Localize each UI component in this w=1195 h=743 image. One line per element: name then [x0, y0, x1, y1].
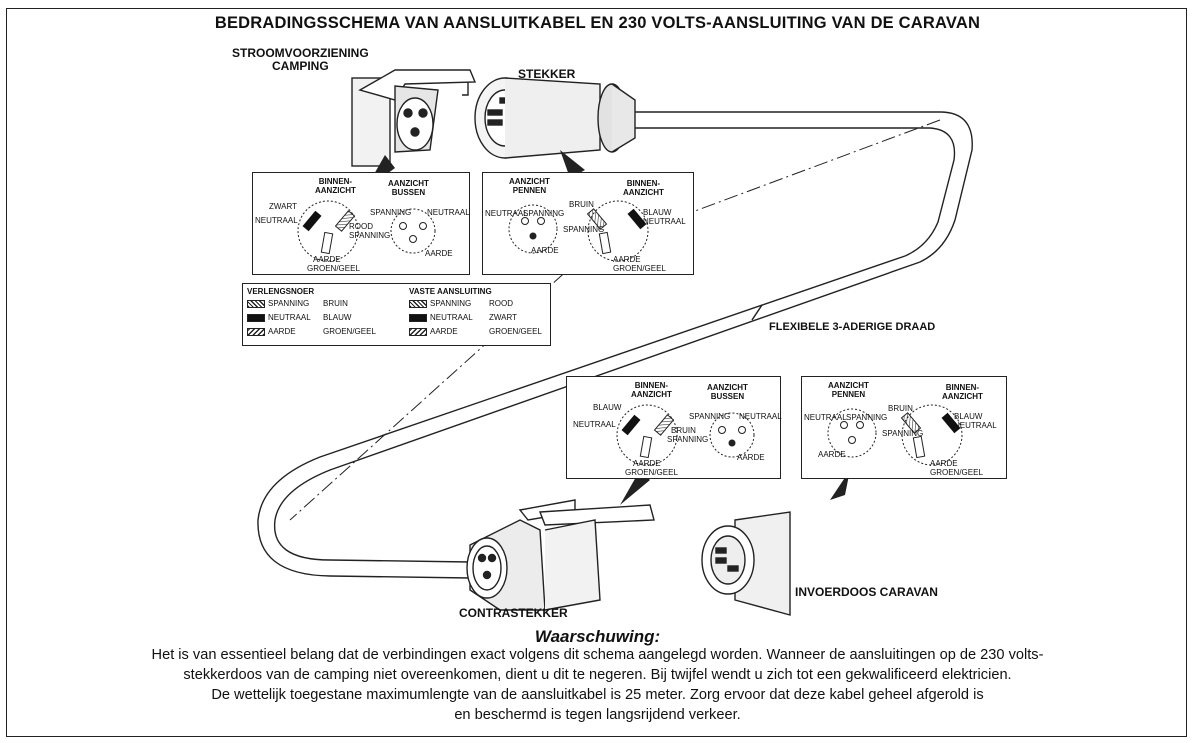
- pointer-arrow: [560, 150, 585, 178]
- legend-row: NEUTRAAL: [247, 313, 311, 322]
- wire-label-green-yellow: GROEN/GEEL: [625, 468, 678, 477]
- legend-row: NEUTRAAL: [409, 313, 473, 322]
- plug-drawing: [474, 77, 636, 159]
- pin-label-earth: AARDE: [531, 246, 559, 255]
- wire-label-green-yellow: GROEN/GEEL: [307, 264, 360, 273]
- wire-label-brown: BRUIN: [569, 200, 594, 209]
- wire-label-green-yellow: GROEN/GEEL: [613, 264, 666, 273]
- label-camping-supply: STROOMVOORZIENING CAMPING: [232, 46, 369, 73]
- wire-label-brown: BRUIN: [888, 404, 913, 413]
- wire-label-live: SPANNING: [667, 435, 709, 444]
- inner-view-heading: BINNEN- AANZICHT: [315, 177, 356, 195]
- pin-view-heading: AANZICHT PENNEN: [509, 177, 550, 195]
- diagonal-swatch: [409, 327, 427, 336]
- socket-label-earth: AARDE: [737, 453, 765, 462]
- label-plug: STEKKER: [518, 67, 576, 81]
- legend-row-color: BRUIN: [323, 299, 348, 308]
- wire-label-neutral: NEUTRAAL: [573, 420, 616, 429]
- pin-label-earth: AARDE: [818, 450, 846, 459]
- label-counter-plug: CONTRASTEKKER: [459, 606, 568, 620]
- socket-label-neutral: NEUTRAAL: [427, 208, 470, 217]
- legend-row: AARDE: [409, 327, 458, 336]
- hatched-swatch: [409, 299, 427, 308]
- warning-line: en beschermd is tegen langsrijdend verke…: [454, 707, 741, 723]
- pin-label-live: SPANNING: [523, 209, 565, 218]
- camping-socket-drawing: [351, 69, 477, 167]
- wire-label-live: SPANNING: [882, 429, 924, 438]
- inner-view-heading: BINNEN- AANZICHT: [631, 381, 672, 399]
- inner-view-heading: BINNEN- AANZICHT: [942, 383, 983, 401]
- pin-label-live: SPANNING: [846, 413, 888, 422]
- wire-label-blue: BLAUW: [643, 208, 672, 217]
- panel-wiring-graphic: [616, 404, 755, 466]
- panel-inlet-wiring: AANZICHT PENNEN BINNEN- AANZICHT NEUTRAA…: [801, 376, 1007, 479]
- wire-label-earth: AARDE: [613, 255, 641, 264]
- legend-row-color: ROOD: [489, 299, 513, 308]
- legend-title-fixed-connection: VASTE AANSLUITING: [409, 287, 492, 296]
- wire-label-earth: AARDE: [313, 255, 341, 264]
- counter-plug-drawing: [466, 499, 655, 611]
- wire-color-legend: VERLENGSNOER VASTE AANSLUITING SPANNING …: [242, 283, 551, 346]
- legend-row-color: ZWART: [489, 313, 517, 322]
- warning-title: Waarschuwing:: [534, 627, 661, 646]
- panel-camping-socket-wiring: BINNEN- AANZICHT AANZICHT BUSSEN ZWART N…: [252, 172, 470, 275]
- wire-label-earth: AARDE: [930, 459, 958, 468]
- pin-label-neutral: NEUTRAAL: [804, 413, 847, 422]
- label-inlet: INVOERDOOS CARAVAN: [795, 585, 938, 599]
- legend-row: AARDE: [247, 327, 296, 336]
- inlet-drawing: [701, 511, 791, 616]
- legend-row-color: GROEN/GEEL: [323, 327, 376, 336]
- socket-label-earth: AARDE: [425, 249, 453, 258]
- wire-label-live: SPANNING: [563, 225, 605, 234]
- wire-label-red: ROOD: [349, 222, 373, 231]
- warning-line: Het is van essentieel belang dat de verb…: [151, 647, 1044, 663]
- pin-label-neutral: NEUTRAAL: [485, 209, 528, 218]
- wire-label-brown: BRUIN: [671, 426, 696, 435]
- warning-line: De wettelijk toegestane maximumlengte va…: [211, 687, 984, 703]
- warning-text: Het is van essentieel belang dat de verb…: [0, 645, 1195, 725]
- solid-swatch: [409, 313, 427, 322]
- diagonal-swatch: [247, 327, 265, 336]
- legend-row: SPANNING: [247, 299, 309, 308]
- socket-label-neutral: NEUTRAAL: [739, 412, 782, 421]
- wire-label-earth: AARDE: [633, 459, 661, 468]
- panel-wiring-graphic: [508, 200, 649, 262]
- legend-row: SPANNING: [409, 299, 471, 308]
- panel-counter-plug-wiring: BINNEN- AANZICHT AANZICHT BUSSEN BLAUW N…: [566, 376, 782, 479]
- hatched-swatch: [247, 299, 265, 308]
- diagram-frame: [6, 8, 1187, 737]
- solid-swatch: [247, 313, 265, 322]
- warning-line: stekkerdoos van de camping niet overeenk…: [183, 667, 1012, 683]
- socket-label-live: SPANNING: [370, 208, 412, 217]
- wire-label-live: SPANNING: [349, 231, 391, 240]
- wire-label-neutral: NEUTRAAL: [954, 421, 997, 430]
- cable-pointer: [751, 304, 763, 321]
- wire-label-green-yellow: GROEN/GEEL: [930, 468, 983, 477]
- legend-row-color: BLAUW: [323, 313, 352, 322]
- panel-plug-wiring: AANZICHT PENNEN BINNEN- AANZICHT NEUTRAA…: [482, 172, 694, 275]
- socket-label-live: SPANNING: [689, 412, 731, 421]
- diagram-title: BEDRADINGSSCHEMA VAN AANSLUITKABEL EN 23…: [214, 14, 981, 32]
- inner-view-heading: BINNEN- AANZICHT: [623, 179, 664, 197]
- panel-wiring-graphic: [827, 404, 963, 466]
- socket-view-heading: AANZICHT BUSSEN: [388, 179, 429, 197]
- wire-label-neutral: NEUTRAAL: [255, 216, 298, 225]
- wire-label-blue: BLAUW: [954, 412, 983, 421]
- socket-view-heading: AANZICHT BUSSEN: [707, 383, 748, 401]
- wire-label-blue: BLAUW: [593, 403, 622, 412]
- panel-wiring-graphic: [297, 200, 436, 262]
- wire-label-neutral: NEUTRAAL: [643, 217, 686, 226]
- legend-row-color: GROEN/GEEL: [489, 327, 542, 336]
- pin-view-heading: AANZICHT PENNEN: [828, 381, 869, 399]
- legend-title-extension-cord: VERLENGSNOER: [247, 287, 315, 296]
- wire-label-black: ZWART: [269, 202, 297, 211]
- label-cable: FLEXIBELE 3-ADERIGE DRAAD: [769, 321, 936, 333]
